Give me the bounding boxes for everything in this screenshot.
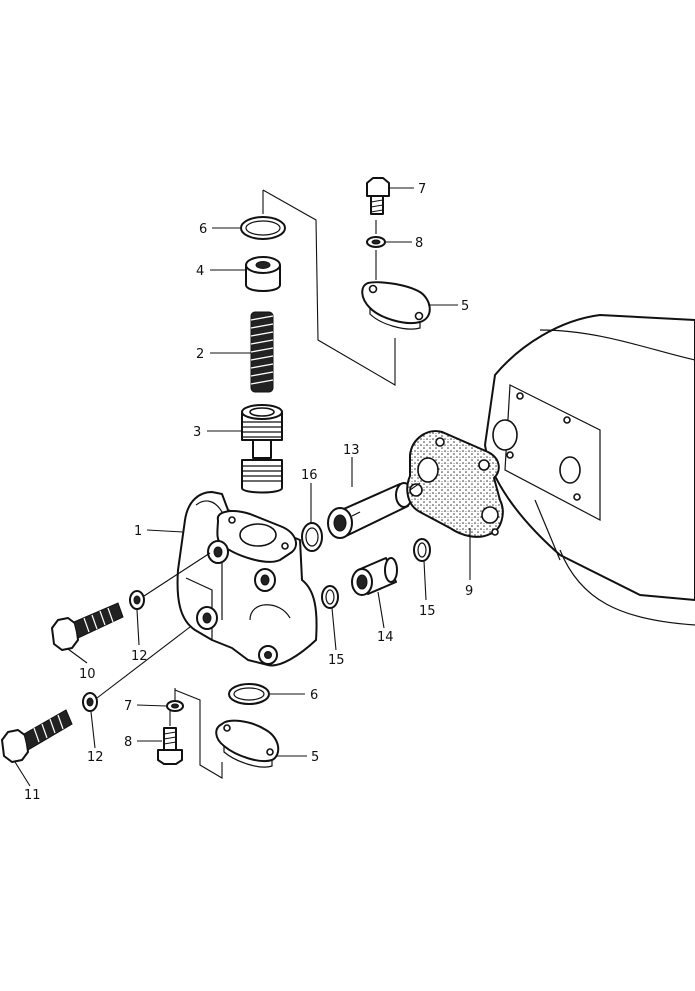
callout-9: 9 [465, 584, 473, 599]
part-4-spacer [245, 256, 281, 292]
callout-16: 16 [301, 468, 318, 483]
callout-1: 1 [134, 524, 142, 539]
part-12-washer-upper [129, 590, 145, 610]
part-10-bolt [51, 602, 124, 651]
assembly-lines [14, 187, 471, 787]
part-12-washer-lower [82, 692, 98, 712]
callout-13: 13 [343, 443, 360, 458]
callouts: 6 4 2 3 7 8 5 1 16 13 9 15 14 15 12 10 1… [24, 182, 473, 803]
callout-3: 3 [193, 425, 201, 440]
part-15-o-ring-right [413, 538, 431, 562]
callout-7-lower: 7 [124, 699, 132, 714]
part-7-washer-lower [166, 700, 184, 712]
callout-6-lower: 6 [310, 688, 318, 703]
part-2-spring [250, 311, 274, 393]
callout-8-upper: 8 [415, 236, 423, 251]
transmission-housing [484, 314, 695, 626]
callout-5-lower: 5 [311, 750, 319, 765]
part-11-bolt-long [1, 709, 73, 763]
callout-14: 14 [377, 630, 394, 645]
part-3-valve-spool [241, 404, 283, 494]
part-7-bolt-upper [366, 177, 390, 215]
callout-12-upper: 12 [131, 649, 148, 664]
part-8-washer-upper [366, 236, 386, 248]
callout-4: 4 [196, 264, 204, 279]
part-14-bushing [351, 557, 398, 596]
part-13-sleeve [327, 482, 413, 539]
part-6-o-ring-lower [228, 683, 270, 705]
part-6-o-ring-upper [240, 216, 286, 240]
callout-5-upper: 5 [461, 299, 469, 314]
part-9-gasket [406, 430, 504, 538]
callout-12-lower: 12 [87, 750, 104, 765]
callout-10: 10 [79, 667, 96, 682]
callout-6-upper: 6 [199, 222, 207, 237]
part-15-o-ring-left [321, 585, 339, 609]
callout-8-lower: 8 [124, 735, 132, 750]
part-1-valve-body [176, 491, 318, 667]
callout-15-left: 15 [328, 653, 345, 668]
callout-2: 2 [196, 347, 204, 362]
part-5-cover-lower [215, 719, 280, 768]
callout-15-right: 15 [419, 604, 436, 619]
part-5-cover-upper [361, 281, 431, 330]
part-8-bolt-lower [157, 727, 183, 765]
callout-7-upper: 7 [418, 182, 426, 197]
part-16-o-ring [301, 522, 323, 552]
callout-11: 11 [24, 788, 41, 803]
